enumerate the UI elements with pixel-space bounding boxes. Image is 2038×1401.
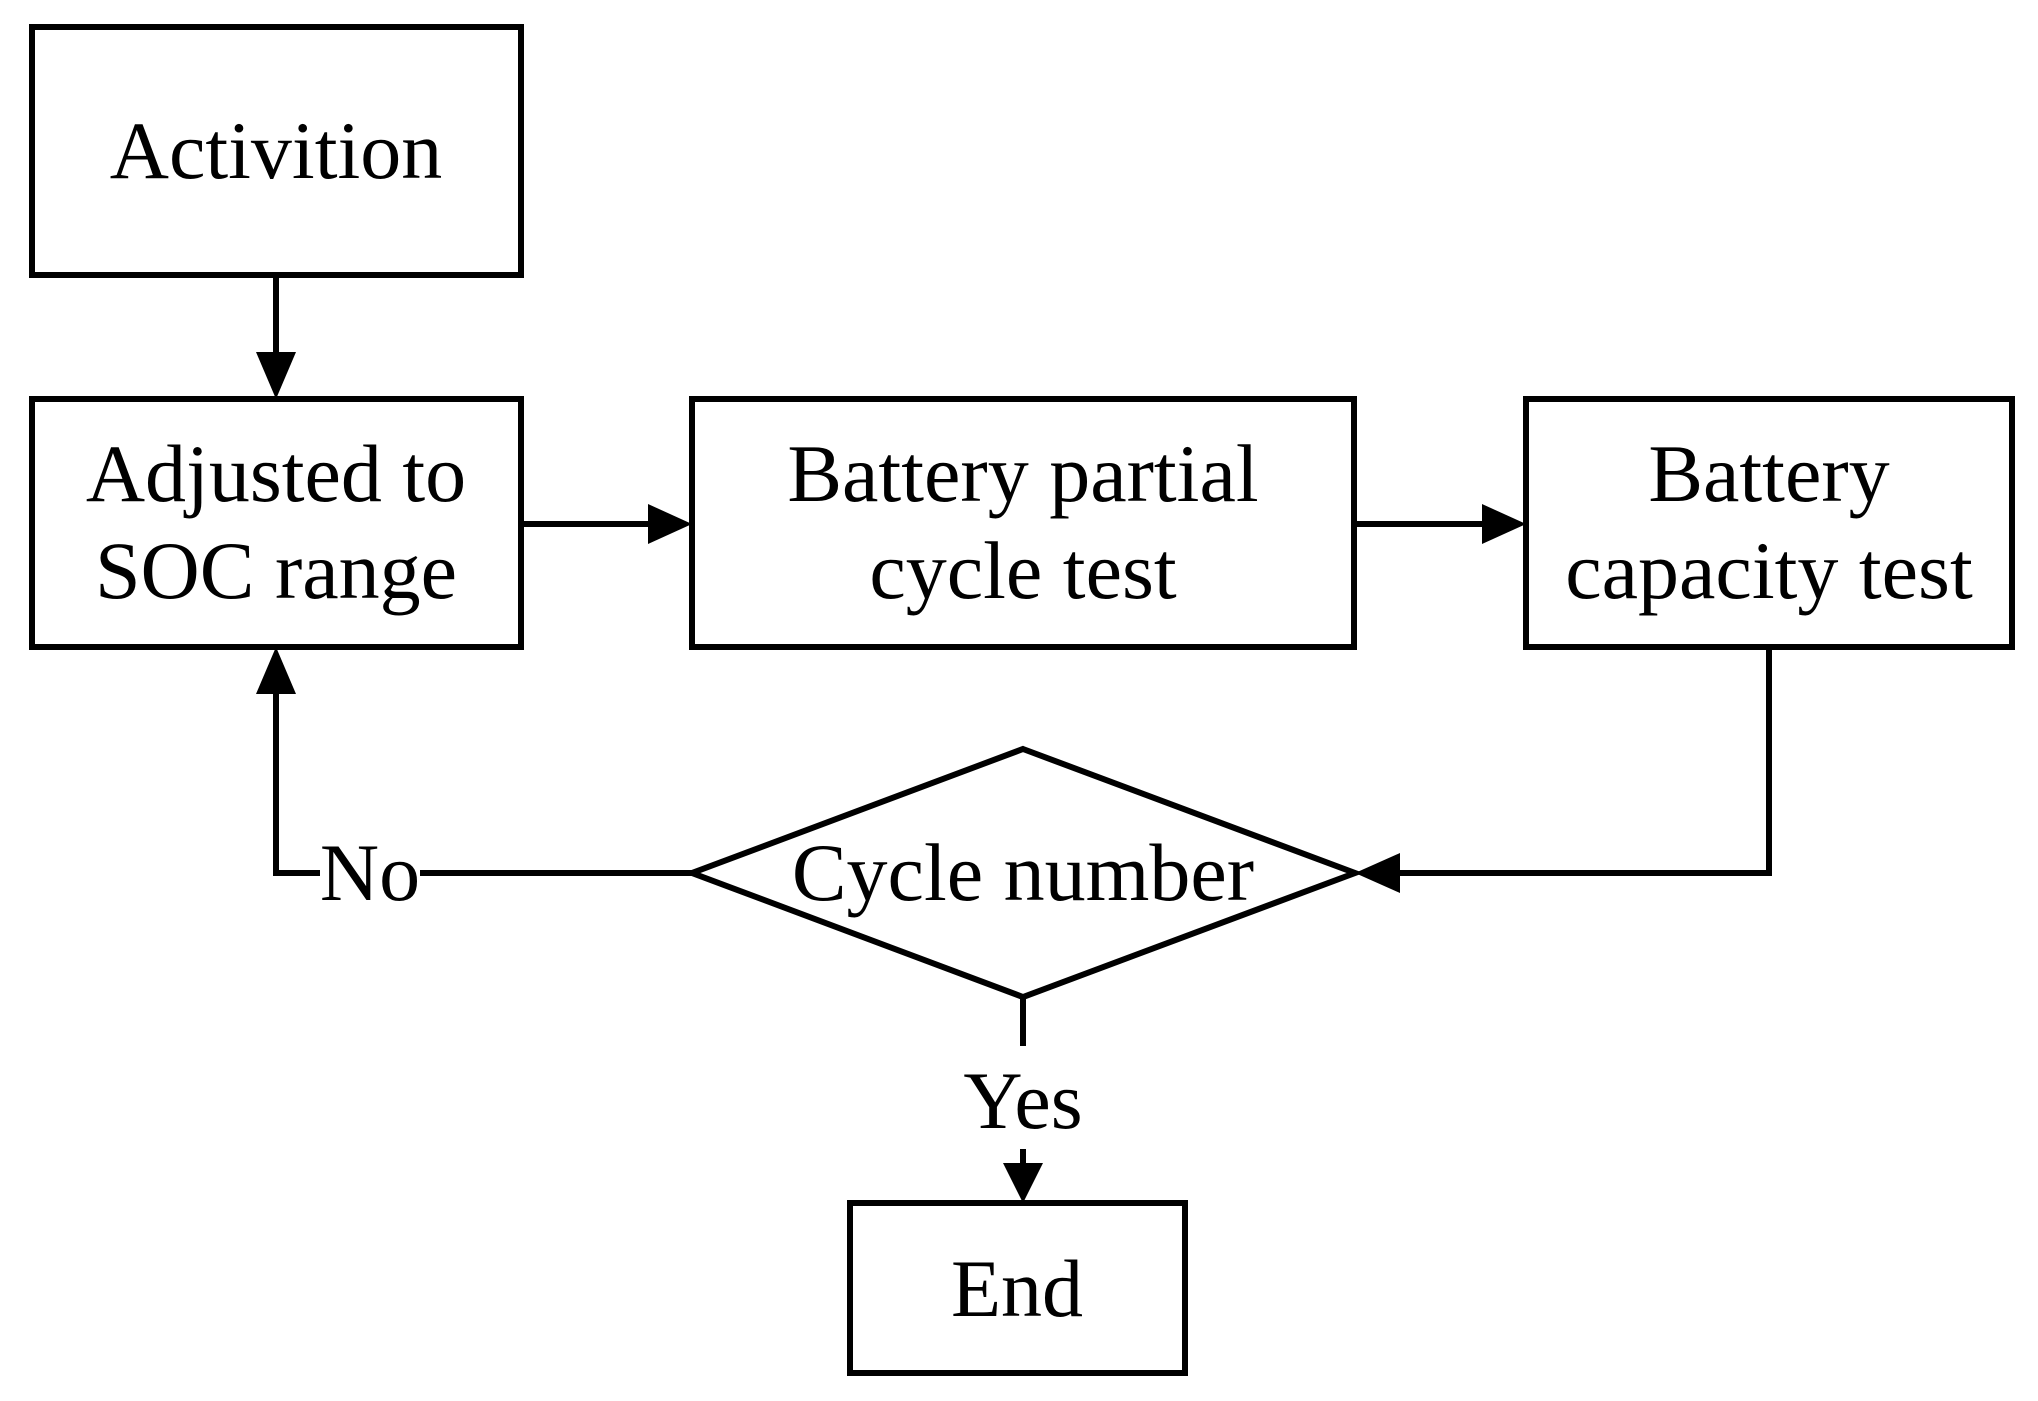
node-adjust-soc: Adjusted to SOC range (29, 396, 524, 650)
node-activation: Activition (29, 24, 524, 278)
node-capacity-test: Battery capacity test (1523, 396, 2015, 650)
arrowhead-right (1482, 504, 1526, 544)
edge-adjust-to-partial-cycle (521, 504, 692, 544)
node-capacity-test-label-line1: Battery (1648, 428, 1889, 519)
node-end-label: End (951, 1243, 1083, 1334)
node-activation-label: Activition (110, 105, 443, 196)
arrowhead-right (648, 504, 692, 544)
node-partial-cycle-label-line2: cycle test (869, 525, 1177, 616)
arrowhead-up (256, 647, 296, 694)
edge-decision-no-to-adjust: No (256, 647, 692, 918)
node-cycle-decision-label: Cycle number (792, 827, 1254, 918)
edge-decision-yes-to-end: Yes (963, 997, 1083, 1203)
node-capacity-test-label-line2: capacity test (1565, 525, 1973, 616)
node-end: End (847, 1200, 1188, 1376)
arrowhead-down (1003, 1163, 1043, 1203)
arrowhead-down (256, 352, 296, 399)
edge-partial-cycle-to-capacity (1354, 504, 1526, 544)
node-partial-cycle: Battery partial cycle test (689, 396, 1357, 650)
node-adjust-soc-label-line1: Adjusted to (86, 428, 466, 519)
edge-no-label: No (320, 827, 420, 918)
node-partial-cycle-label-line1: Battery partial (787, 428, 1258, 519)
edge-capacity-to-decision (1355, 647, 1772, 893)
node-adjust-soc-label-line2: SOC range (95, 525, 457, 616)
edge-activation-to-adjust (256, 275, 296, 399)
edge-yes-label: Yes (963, 1055, 1082, 1146)
arrowhead-left (1355, 853, 1400, 893)
node-cycle-decision: Cycle number (683, 745, 1364, 1001)
